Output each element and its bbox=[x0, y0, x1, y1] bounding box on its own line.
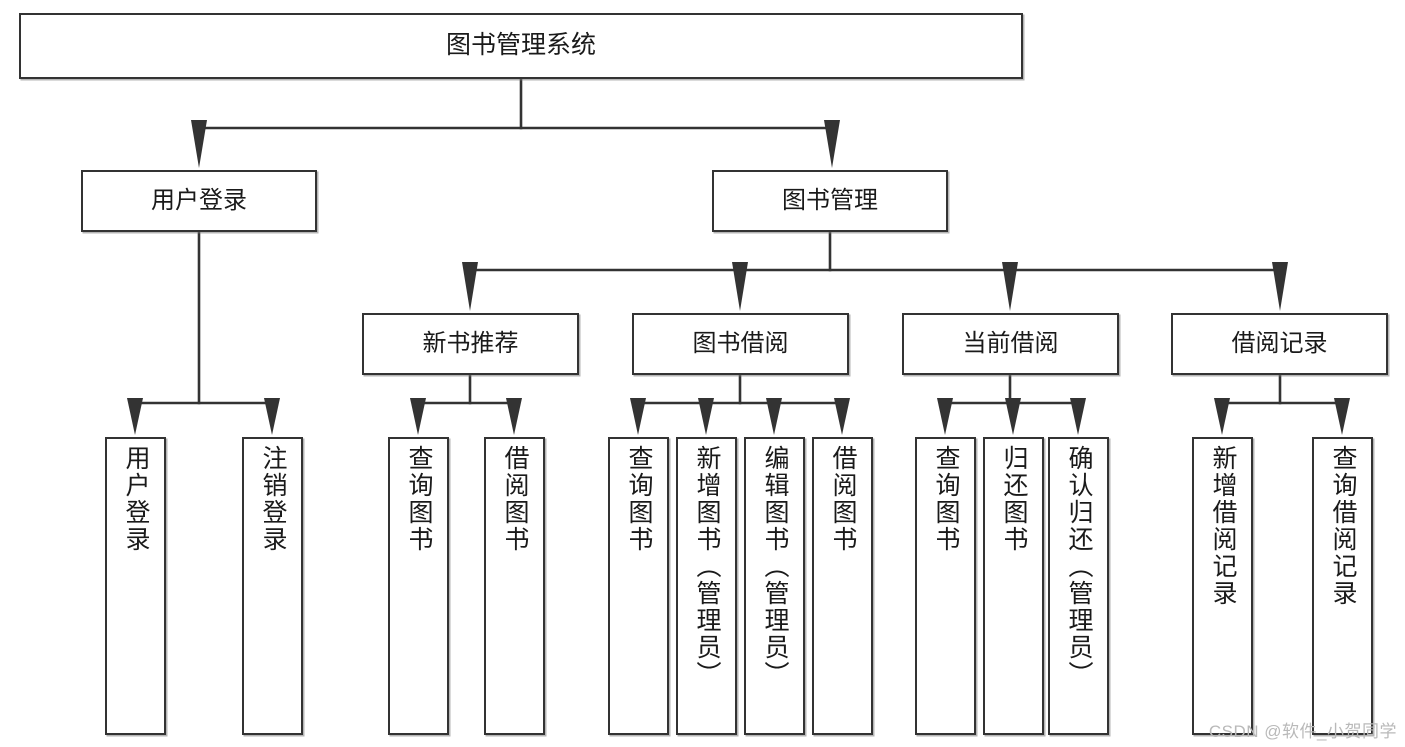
node-book-manage-label: 图书管理 bbox=[782, 187, 878, 214]
node-leaf-add-book-label: 新增图书（管理员） bbox=[693, 445, 721, 688]
node-leaf-user-login-label: 用户登录 bbox=[122, 445, 150, 553]
node-leaf-query-record[interactable]: 查询借阅记录 bbox=[1312, 437, 1373, 735]
node-leaf-query-book-rec[interactable]: 查询图书 bbox=[388, 437, 449, 735]
arrowhead bbox=[462, 262, 478, 311]
node-leaf-query-book-cur-label: 查询图书 bbox=[932, 445, 960, 553]
node-book-borrow[interactable]: 图书借阅 bbox=[632, 313, 849, 375]
node-leaf-borrow-book-label: 借阅图书 bbox=[829, 445, 857, 553]
node-leaf-user-logout[interactable]: 注销登录 bbox=[242, 437, 303, 735]
node-leaf-return-book[interactable]: 归还图书 bbox=[983, 437, 1044, 735]
node-leaf-borrow-book-rec[interactable]: 借阅图书 bbox=[484, 437, 545, 735]
node-leaf-edit-book-label: 编辑图书（管理员） bbox=[761, 445, 789, 688]
node-root-label: 图书管理系统 bbox=[445, 31, 596, 60]
arrowhead bbox=[1002, 262, 1018, 311]
arrowhead bbox=[937, 398, 953, 435]
node-current-borrow-label: 当前借阅 bbox=[962, 330, 1059, 357]
arrowhead bbox=[1070, 398, 1086, 435]
node-leaf-add-record[interactable]: 新增借阅记录 bbox=[1192, 437, 1253, 735]
node-new-book-rec-label: 新书推荐 bbox=[422, 330, 519, 357]
arrowhead bbox=[506, 398, 522, 435]
arrowhead bbox=[1334, 398, 1350, 435]
arrowhead bbox=[264, 398, 280, 435]
node-user-login-label: 用户登录 bbox=[151, 187, 247, 214]
node-leaf-user-logout-label: 注销登录 bbox=[259, 445, 287, 553]
node-leaf-query-book-borrow-label: 查询图书 bbox=[625, 445, 653, 553]
arrowhead bbox=[834, 398, 850, 435]
node-leaf-query-book-rec-label: 查询图书 bbox=[405, 445, 433, 553]
node-new-book-rec[interactable]: 新书推荐 bbox=[362, 313, 579, 375]
node-leaf-edit-book[interactable]: 编辑图书（管理员） bbox=[744, 437, 805, 735]
node-leaf-return-book-label: 归还图书 bbox=[1000, 445, 1028, 553]
arrowhead bbox=[698, 398, 714, 435]
node-borrow-record-label: 借阅记录 bbox=[1231, 330, 1328, 357]
node-leaf-borrow-book[interactable]: 借阅图书 bbox=[812, 437, 873, 735]
node-leaf-query-record-label: 查询借阅记录 bbox=[1329, 445, 1357, 607]
node-borrow-record[interactable]: 借阅记录 bbox=[1171, 313, 1388, 375]
node-current-borrow[interactable]: 当前借阅 bbox=[902, 313, 1119, 375]
node-leaf-borrow-book-rec-label: 借阅图书 bbox=[501, 445, 529, 553]
arrowhead bbox=[732, 262, 748, 311]
node-root[interactable]: 图书管理系统 bbox=[19, 13, 1023, 79]
arrowhead bbox=[410, 398, 426, 435]
arrowhead bbox=[1272, 262, 1288, 311]
node-leaf-query-book-borrow[interactable]: 查询图书 bbox=[608, 437, 669, 735]
arrowhead bbox=[630, 398, 646, 435]
node-leaf-confirm-return-label: 确认归还（管理员） bbox=[1065, 445, 1093, 688]
node-book-manage[interactable]: 图书管理 bbox=[712, 170, 948, 232]
node-leaf-query-book-cur[interactable]: 查询图书 bbox=[915, 437, 976, 735]
node-leaf-confirm-return[interactable]: 确认归还（管理员） bbox=[1048, 437, 1109, 735]
arrowhead bbox=[191, 120, 207, 168]
node-leaf-user-login[interactable]: 用户登录 bbox=[105, 437, 166, 735]
node-leaf-add-book[interactable]: 新增图书（管理员） bbox=[676, 437, 737, 735]
arrowhead bbox=[1005, 398, 1021, 435]
arrowhead bbox=[824, 120, 840, 168]
arrowhead bbox=[127, 398, 143, 435]
node-book-borrow-label: 图书借阅 bbox=[692, 330, 789, 357]
node-leaf-add-record-label: 新增借阅记录 bbox=[1209, 445, 1237, 607]
watermark-text: CSDN @软件_小贺同学 bbox=[1208, 722, 1397, 741]
arrowhead bbox=[766, 398, 782, 435]
node-user-login[interactable]: 用户登录 bbox=[81, 170, 317, 232]
arrowhead bbox=[1214, 398, 1230, 435]
